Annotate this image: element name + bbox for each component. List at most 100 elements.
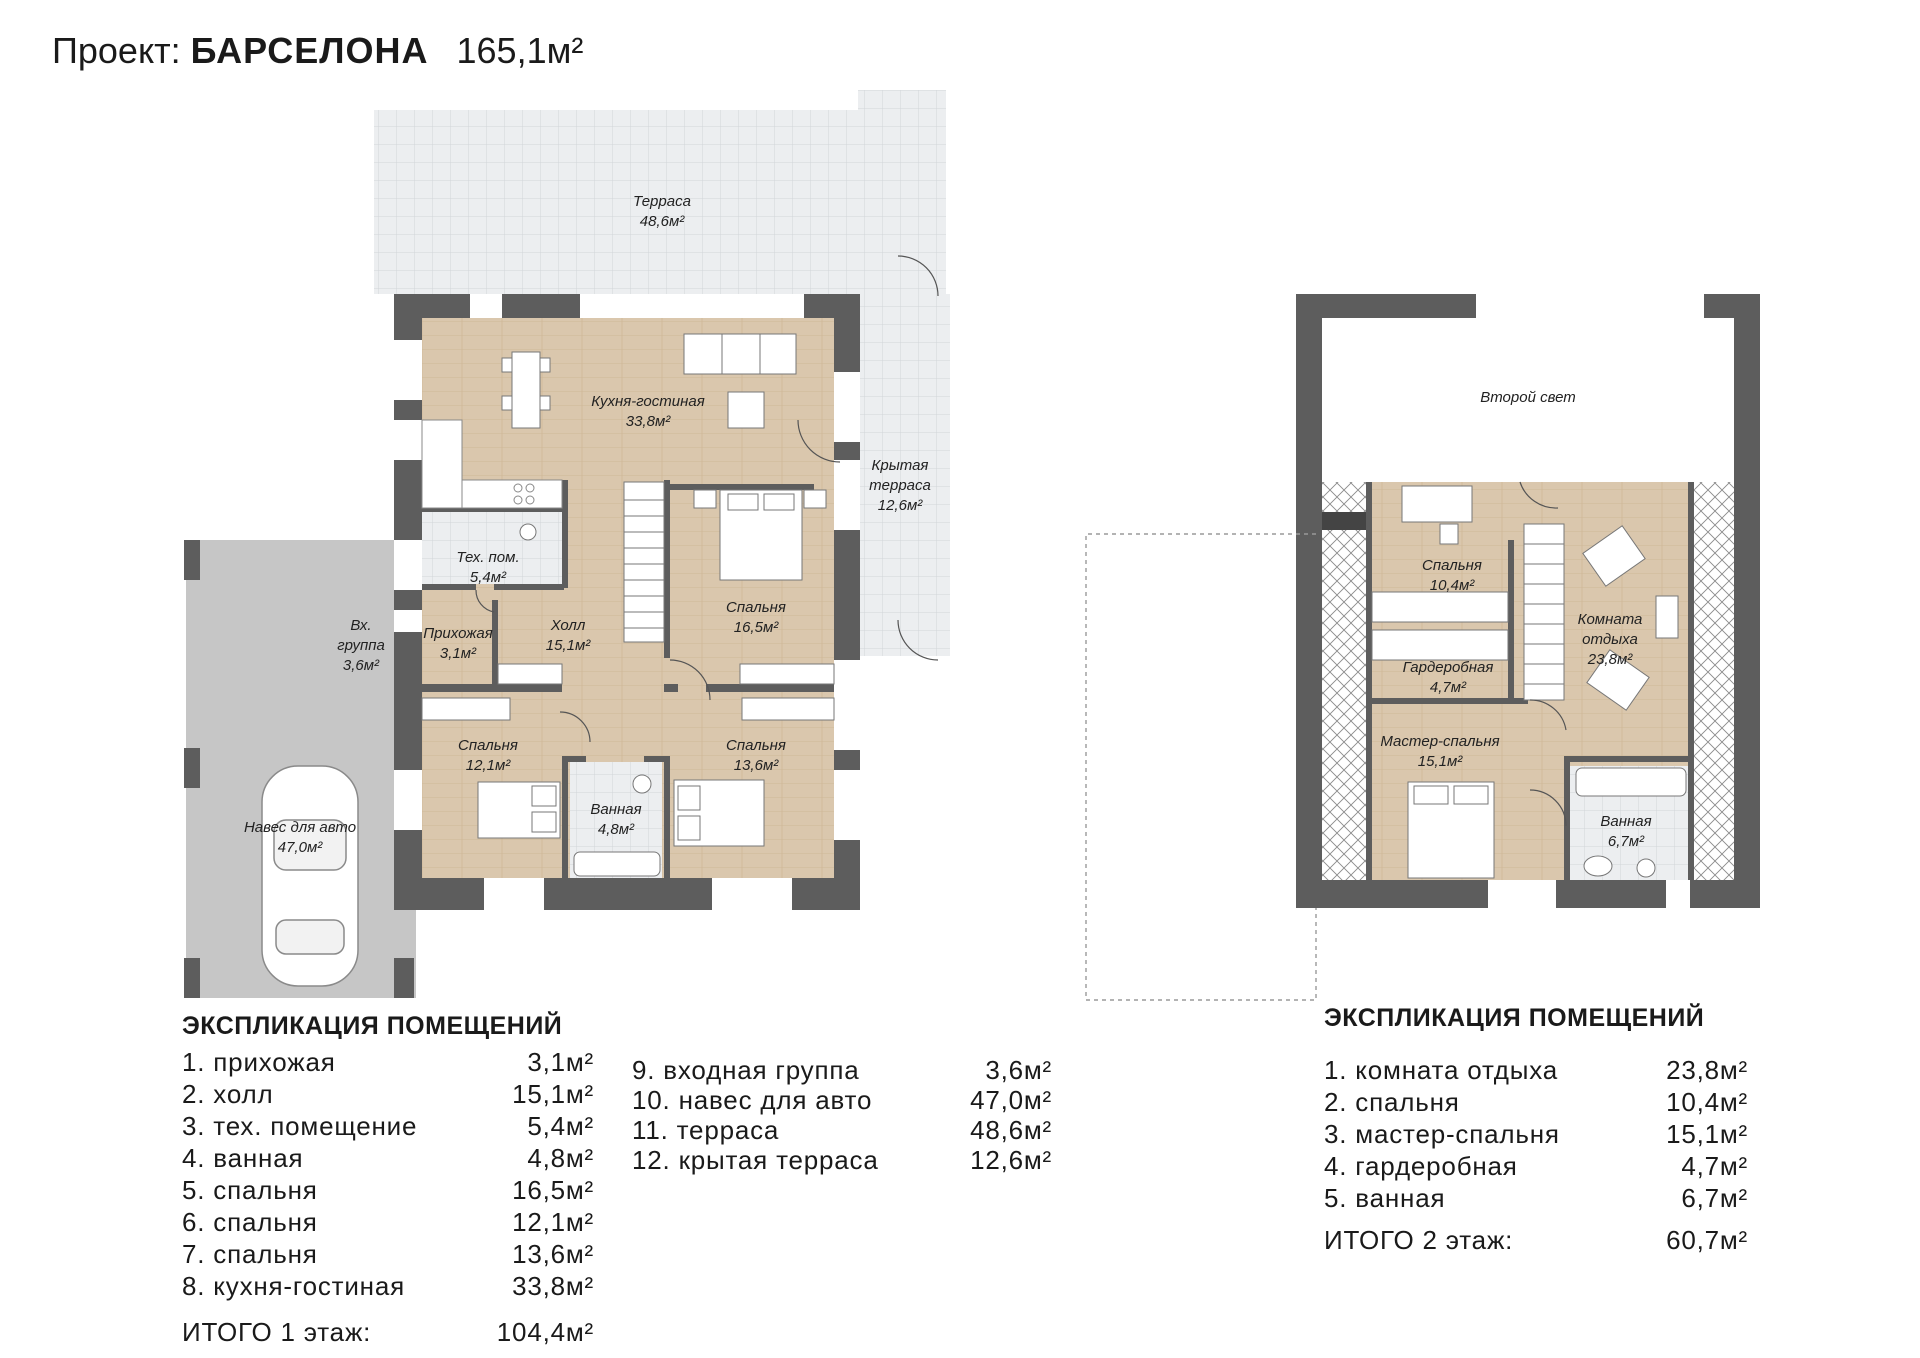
explication-2: 1. комната отдыха 23,8м² 2. спальня 10,4м²… — [1324, 1054, 1748, 1264]
row-value: 4,8м² — [527, 1143, 594, 1173]
explication-row: 10. навес для авто 47,0м² — [632, 1084, 1052, 1116]
label-f2-bedroom-area: 10,4м² — [1430, 577, 1475, 594]
carport-post — [394, 958, 414, 998]
footprint-dashed-outline — [1085, 533, 1317, 1001]
bed-bedroom-12 — [477, 781, 561, 839]
label-bedroom-12-name: Спальня — [458, 737, 518, 754]
floor-2-furniture — [1371, 485, 1687, 879]
label-covered-terrace-name-2: терраса — [869, 477, 931, 494]
second-light-void — [1322, 318, 1734, 482]
label-bedroom-16-area: 16,5м² — [734, 619, 779, 636]
project-total-area: 165,1м² — [456, 30, 584, 71]
row-value: 15,1м² — [1666, 1119, 1748, 1149]
explication-row: 1. комната отдыха 23,8м² — [1324, 1054, 1748, 1086]
row-label: 1. комната отдыха — [1324, 1055, 1559, 1085]
room-labels: Терраса 48,6м² Кухня-гостиная 33,8м² Кры… — [244, 193, 1652, 856]
row-value: 23,8м² — [1666, 1055, 1748, 1085]
explication-row: 9. входная группа 3,6м² — [632, 1054, 1052, 1086]
carport-post — [184, 958, 200, 998]
row-value: 15,1м² — [512, 1079, 594, 1109]
label-kitchen-area: 33,8м² — [626, 413, 671, 430]
carport-post — [184, 748, 200, 788]
row-label: 5. спальня — [182, 1175, 318, 1205]
kitchen-counter — [421, 419, 563, 509]
row-label: 2. спальня — [1324, 1087, 1460, 1117]
label-hall-name: Холл — [550, 617, 586, 634]
row-label: 4. гардеробная — [1324, 1151, 1518, 1181]
floor-2-staircase — [1523, 523, 1565, 701]
label-f2-bedroom-name: Спальня — [1422, 557, 1482, 574]
covered-terrace-area — [860, 294, 950, 656]
explication-row: 3. мастер-спальня 15,1м² — [1324, 1118, 1748, 1150]
label-bathroom-1-name: Ванная — [590, 801, 641, 818]
row-value: 33,8м² — [512, 1271, 594, 1301]
tech-room-floor — [422, 508, 562, 584]
roof-hatch-left — [1322, 482, 1366, 880]
label-master-name: Мастер-спальня — [1380, 733, 1499, 750]
label-master-area: 15,1м² — [1418, 753, 1463, 770]
label-bedroom-13-area: 13,6м² — [734, 757, 779, 774]
row-value: 6,7м² — [1681, 1183, 1748, 1213]
interior-walls — [422, 480, 834, 878]
explication-1-col2: 9. входная группа 3,6м² 10. навес для авт… — [632, 1054, 1052, 1184]
row-value: 48,6м² — [970, 1115, 1052, 1145]
row-label: 8. кухня-гостиная — [182, 1271, 405, 1301]
label-hall-area: 15,1м² — [546, 637, 591, 654]
row-label: 3. тех. помещение — [182, 1111, 418, 1141]
total-value: 60,7м² — [1666, 1225, 1748, 1255]
row-label: 10. навес для авто — [632, 1085, 873, 1115]
page-title: Проект: БАРСЕЛОНА 165,1м² — [52, 30, 583, 72]
explication-row: 7. спальня 13,6м² — [182, 1238, 594, 1270]
project-name: БАРСЕЛОНА — [190, 30, 429, 71]
row-label: 7. спальня — [182, 1239, 318, 1269]
label-lounge-name-2: отдыха — [1582, 631, 1638, 648]
explication-row: 8. кухня-гостиная 33,8м² — [182, 1270, 594, 1302]
floor-2-windows — [1476, 294, 1704, 908]
label-covered-terrace-name-1: Крытая — [872, 457, 929, 474]
explication-total: ИТОГО 2 этаж: 60,7м² — [1324, 1224, 1748, 1256]
dining-table — [501, 351, 551, 429]
wardrobes — [421, 663, 835, 721]
label-terrace-area: 48,6м² — [640, 213, 685, 230]
floor-2-door-swings — [1519, 481, 1567, 827]
sofa — [683, 333, 797, 375]
row-value: 10,4м² — [1666, 1087, 1748, 1117]
explication-row: 4. ванная 4,8м² — [182, 1142, 594, 1174]
label-carport-name: Навес для авто — [244, 819, 356, 836]
row-value: 47,0м² — [970, 1085, 1052, 1115]
label-bedroom-12-area: 12,1м² — [466, 757, 511, 774]
row-label: 3. мастер-спальня — [1324, 1119, 1560, 1149]
explication-1-title: ЭКСПЛИКАЦИЯ ПОМЕЩЕНИЙ — [182, 1012, 563, 1040]
row-value: 3,6м² — [985, 1055, 1052, 1085]
roof-hatch-right — [1692, 482, 1734, 880]
row-value: 13,6м² — [512, 1239, 594, 1269]
explication-total: ИТОГО 1 этаж:104,4м² — [182, 1316, 594, 1348]
door-swings — [475, 255, 939, 743]
label-bedroom-13-name: Спальня — [726, 737, 786, 754]
total-label: ИТОГО 2 этаж: — [1324, 1225, 1514, 1255]
row-label: 12. крытая терраса — [632, 1145, 879, 1175]
label-terrace-name: Терраса — [633, 193, 691, 210]
bathtub — [573, 851, 661, 877]
floor-2-interior-walls — [1366, 482, 1694, 880]
total-label: ИТОГО 1 этаж: — [182, 1317, 372, 1347]
row-label: 4. ванная — [182, 1143, 304, 1173]
label-f2-bathroom-area: 6,7м² — [1608, 833, 1645, 850]
tech-washbasin — [519, 523, 537, 541]
floor-1-plan — [184, 90, 950, 998]
label-entry-group-name-1: Вх. — [350, 617, 371, 634]
explication-row: 4. гардеробная 4,7м² — [1324, 1150, 1748, 1182]
row-value: 16,5м² — [512, 1175, 594, 1205]
label-tech-area: 5,4м² — [470, 569, 507, 586]
title-prefix: Проект: — [52, 30, 181, 71]
row-value: 4,7м² — [1681, 1151, 1748, 1181]
row-label: 1. прихожая — [182, 1047, 336, 1077]
row-label: 9. входная группа — [632, 1055, 860, 1085]
row-label: 5. ванная — [1324, 1183, 1446, 1213]
